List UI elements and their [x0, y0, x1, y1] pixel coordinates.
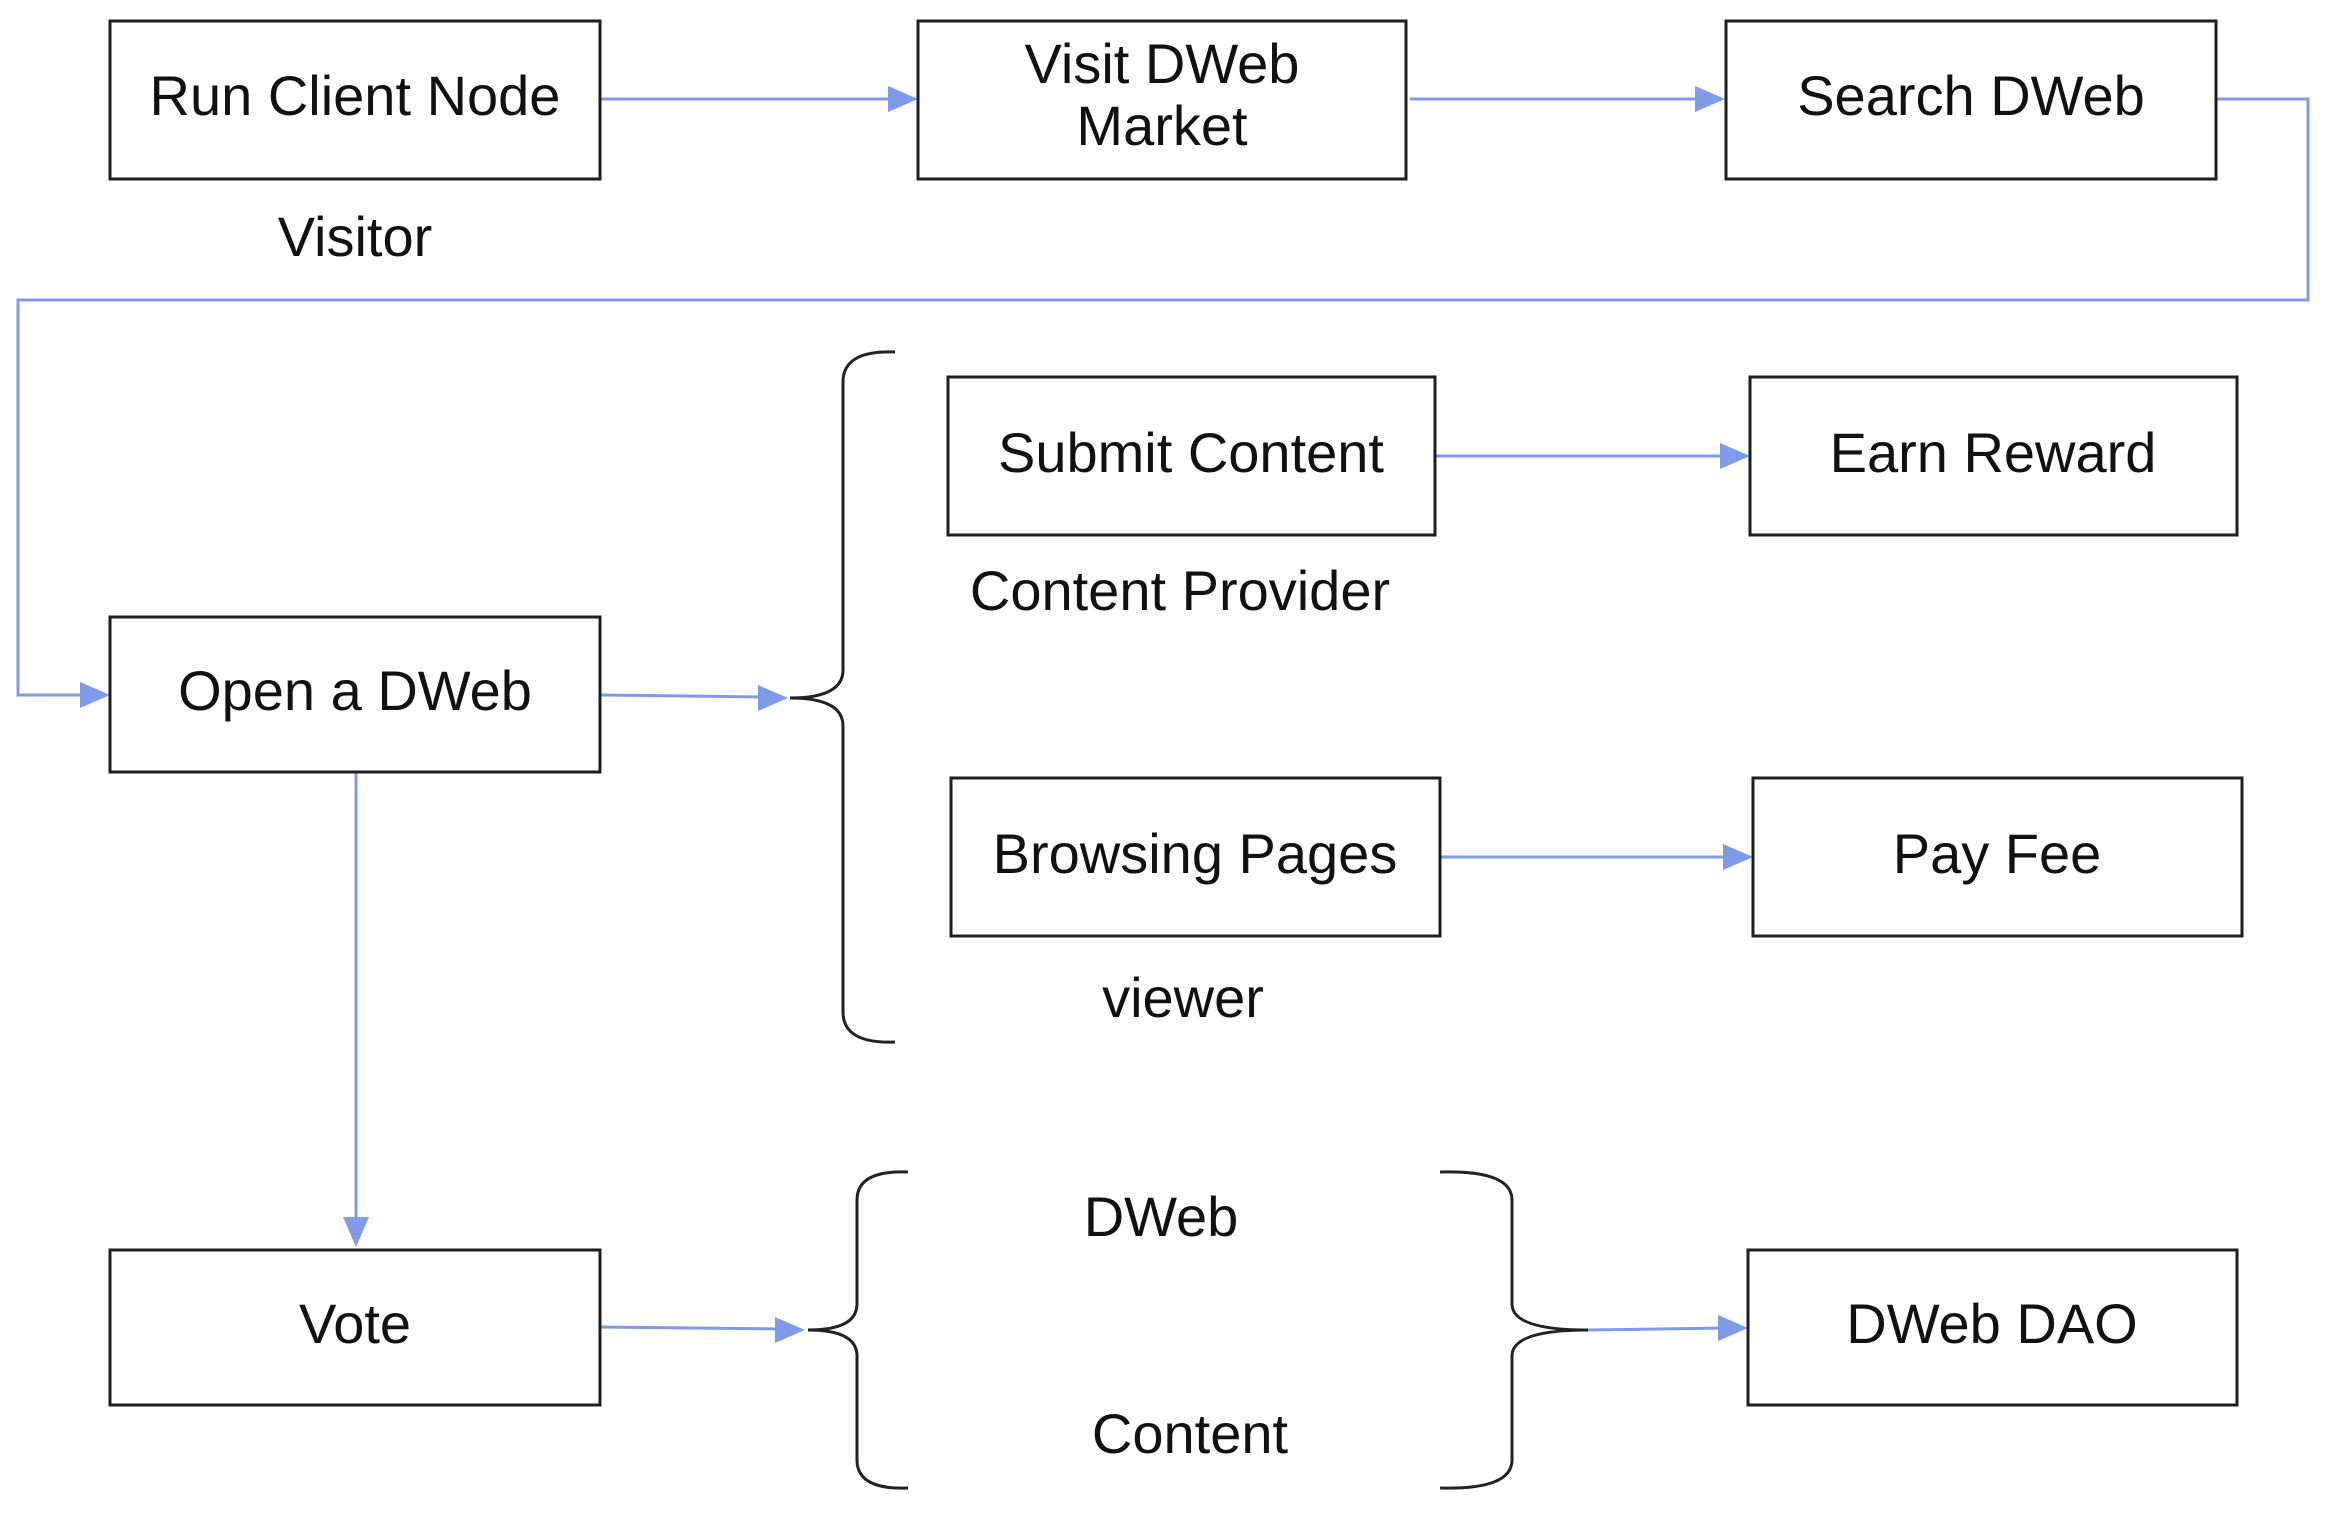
open-a-dweb-box: Open a DWeb [108, 615, 602, 774]
run-client-node-box: Run Client Node [108, 19, 602, 181]
vote-targets-right-brace [1439, 1170, 1589, 1490]
visit-dweb-market-label-line-2: Market [1076, 94, 1248, 157]
browsing-pages-box: Browsing Pages [949, 776, 1442, 938]
submit-content-box: Submit Content [946, 375, 1437, 537]
content-provider-role-label: Content Provider [970, 559, 1390, 622]
arrow-search-to-open-head [80, 682, 110, 708]
vote-box: Vote [108, 1248, 602, 1407]
visitor-role-label: Visitor [278, 205, 433, 268]
braces [789, 350, 1589, 1490]
dweb-dao-box: DWeb DAO [1746, 1248, 2239, 1407]
visit-dweb-market-box: Visit DWeb Market [916, 19, 1408, 181]
viewer-role-label: viewer [1102, 966, 1264, 1029]
submit-content-label: Submit Content [998, 421, 1384, 484]
open-a-dweb-label: Open a DWeb [178, 659, 532, 722]
roles-brace [789, 350, 896, 1044]
search-dweb-label: Search DWeb [1797, 64, 2145, 127]
arrow-open-to-roles [599, 693, 766, 699]
pay-fee-label: Pay Fee [1893, 822, 2102, 885]
browsing-pages-label: Browsing Pages [993, 822, 1398, 885]
arrow-open-to-vote-head [343, 1217, 369, 1247]
vote-target-dweb-label: DWeb [1084, 1185, 1239, 1248]
earn-reward-label: Earn Reward [1830, 421, 2157, 484]
arrow-run-to-visit-head [888, 86, 918, 112]
search-dweb-box: Search DWeb [1724, 19, 2218, 181]
arrow-targets-to-dao-head [1718, 1315, 1748, 1341]
arrow-visit-to-search-head [1695, 86, 1725, 112]
earn-reward-box: Earn Reward [1748, 375, 2239, 537]
arrow-search-to-open [16, 97, 2310, 697]
arrow-targets-to-dao [1587, 1326, 1726, 1332]
vote-targets-left-brace [807, 1170, 909, 1490]
arrow-open-to-roles-head [758, 685, 788, 711]
arrow-submit-to-reward-head [1720, 443, 1750, 469]
vote-target-content-label: Content [1092, 1402, 1289, 1465]
pay-fee-box: Pay Fee [1751, 776, 2244, 938]
arrow-vote-to-targets-head [775, 1317, 805, 1343]
arrow-vote-to-targets [599, 1325, 783, 1331]
arrow-browse-to-fee-head [1723, 844, 1753, 870]
dweb-dao-label: DWeb DAO [1846, 1292, 2137, 1355]
visit-dweb-market-label-line-1: Visit DWeb [1025, 32, 1300, 95]
connectors [16, 86, 2310, 1343]
vote-label: Vote [299, 1292, 411, 1355]
run-client-node-label: Run Client Node [150, 64, 561, 127]
